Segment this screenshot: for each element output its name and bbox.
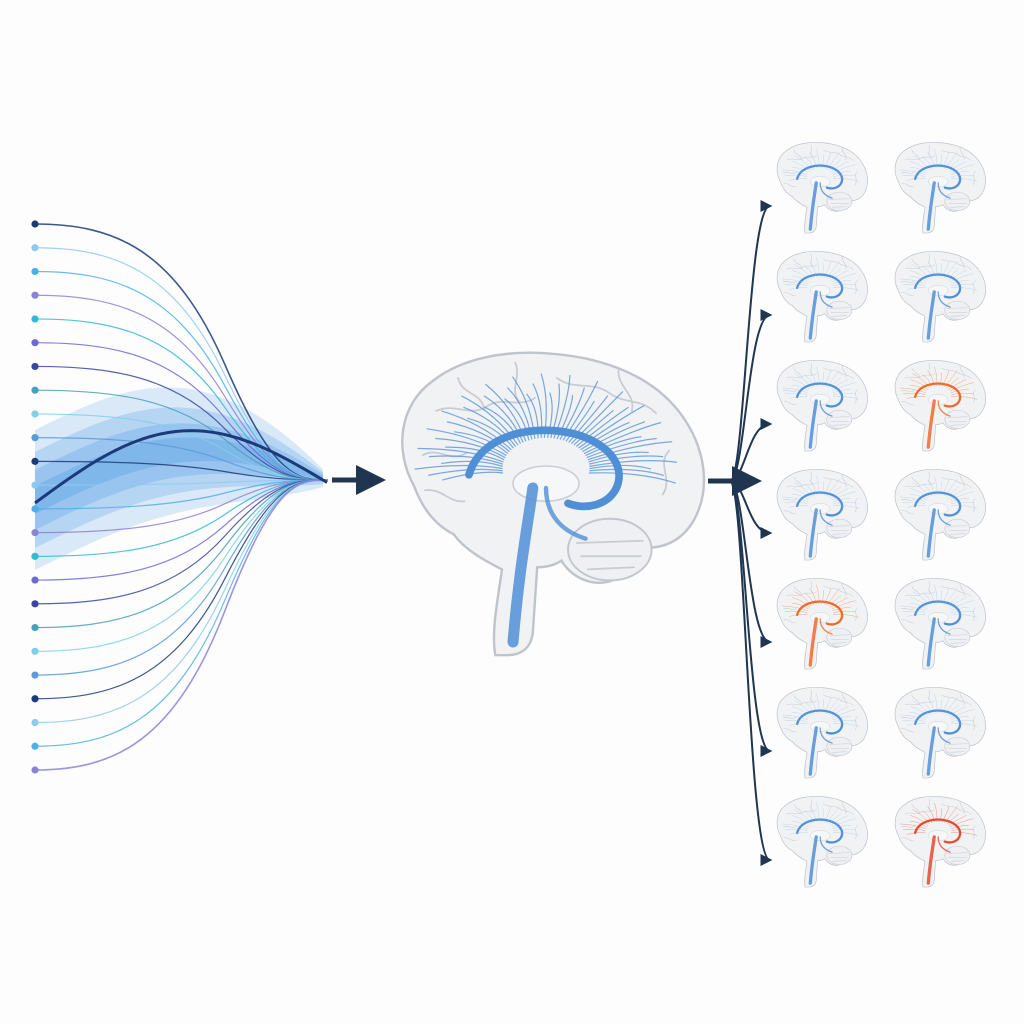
signal-trajectories	[31, 220, 329, 774]
fan-arrow	[729, 480, 773, 539]
trajectory-start-dot	[31, 362, 39, 371]
trajectory-start-dot	[31, 552, 39, 560]
trajectory-start-dot	[31, 267, 39, 276]
trajectory-start-dot	[31, 434, 39, 442]
brain-thumbnail	[776, 468, 868, 561]
trajectory-start-dot	[31, 457, 39, 465]
trajectory-start-dot	[31, 386, 39, 394]
trajectory-start-dot	[31, 291, 39, 299]
trajectory-start-dot	[31, 623, 39, 632]
trajectory-start-dot	[31, 671, 39, 679]
spread-band	[35, 387, 323, 570]
trajectory-start-dot	[31, 529, 39, 537]
brain-thumbnail	[894, 686, 986, 779]
trajectory-start-dot	[31, 481, 39, 489]
trajectory-start-dot	[31, 576, 39, 584]
brain-thumbnail	[776, 795, 868, 888]
brain-thumbnail	[894, 577, 986, 670]
fan-arrow	[729, 200, 773, 482]
trajectory-start-dot	[31, 410, 39, 418]
trajectory-start-dot	[31, 647, 39, 655]
trajectory-start-dot	[31, 505, 39, 513]
mean-curve	[34, 429, 328, 505]
brain-thumbnail	[776, 359, 868, 452]
trajectory-start-dot	[31, 220, 39, 228]
brain-thumbnail	[776, 250, 868, 343]
brain-thumbnail-grid	[776, 141, 986, 888]
fan-out-arrows	[729, 200, 773, 866]
fan-arrow	[729, 309, 773, 482]
trajectory-start-dot	[31, 244, 39, 252]
trajectory-line	[34, 479, 329, 771]
spread-band	[35, 423, 323, 530]
spread-band	[35, 437, 323, 514]
trajectory-start-dot	[31, 742, 39, 750]
brain-thumbnail	[894, 141, 986, 234]
fan-arrow	[729, 480, 773, 648]
trajectory-start-dot	[31, 695, 39, 703]
brain-thumbnail	[776, 686, 868, 779]
trajectory-start-dot	[31, 339, 39, 347]
trajectory-start-dot	[31, 315, 39, 323]
trajectory-start-dot	[31, 718, 39, 727]
brain-thumbnail-highlighted	[776, 577, 868, 670]
trajectory-start-dot	[31, 766, 39, 774]
brain-thumbnail-highlighted	[894, 795, 986, 888]
fan-arrow	[729, 480, 773, 866]
brain-thumbnail	[894, 250, 986, 343]
brain-sagittal-tractography	[401, 351, 706, 657]
trajectory-start-dot	[31, 600, 39, 608]
brain-thumbnail-highlighted	[894, 359, 986, 452]
fan-arrow	[729, 418, 773, 482]
brain-thumbnail	[894, 468, 986, 561]
brain-thumbnail	[776, 141, 868, 234]
